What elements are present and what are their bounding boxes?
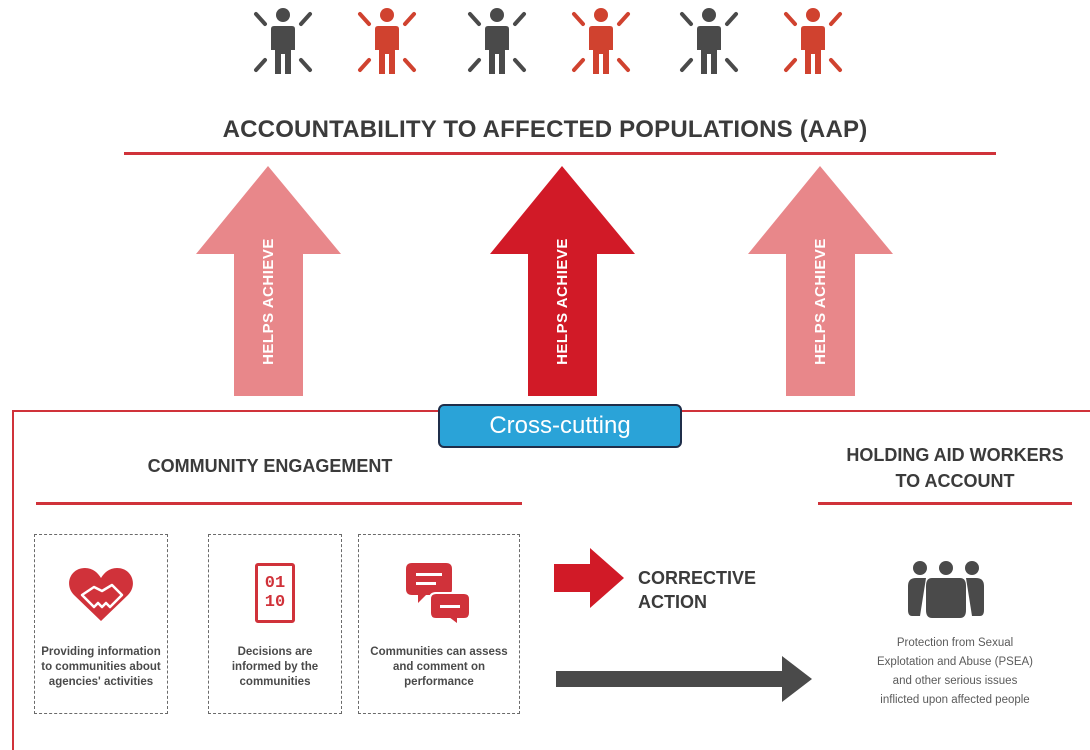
corrective-action-label: CORRECTIVE ACTION [638, 566, 756, 614]
psea-description: Protection from Sexual Explotation and A… [830, 634, 1080, 710]
binary-digits-top: 01 [264, 574, 286, 593]
psea-line: and other serious issues [892, 675, 1018, 687]
arrow-label: HELPS ACHIEVE [260, 237, 277, 365]
helps-achieve-arrow-left: HELPS ACHIEVE [196, 166, 341, 401]
person-icon [782, 6, 844, 76]
aap-divider [124, 152, 996, 155]
community-engagement-title: COMMUNITY ENGAGEMENT [147, 456, 393, 476]
card-decisions: 01 10 Decisions are informed by the comm… [208, 534, 342, 714]
card-text: Decisions are informed by the communitie… [231, 646, 319, 688]
people-row [252, 6, 872, 82]
person-icon [466, 6, 528, 76]
arrow-shape [196, 166, 341, 396]
aap-title: ACCOUNTABILITY TO AFFECTED POPULATIONS (… [222, 116, 868, 143]
corrective-line1: CORRECTIVE [638, 568, 757, 588]
long-arrow-icon [556, 656, 812, 707]
helps-achieve-arrow-right: HELPS ACHIEVE [748, 166, 893, 401]
arrow-shape [748, 166, 893, 396]
person-icon [252, 6, 314, 76]
psea-line: Protection from Sexual [896, 637, 1014, 649]
psea-line: Explotation and Abuse (PSEA) [877, 656, 1033, 668]
person-icon [570, 6, 632, 76]
heart-handshake-icon [35, 565, 167, 623]
card-text: Providing information to communities abo… [41, 646, 161, 688]
accountability-title-line1: HOLDING AID WORKERS [846, 445, 1064, 465]
corrective-arrow-icon [554, 548, 624, 613]
binary-digits-bottom: 10 [264, 593, 286, 612]
cross-cutting-badge: Cross-cutting [438, 404, 682, 448]
arrow-shape [490, 166, 635, 396]
group-people-icon [904, 560, 988, 625]
person-icon [356, 6, 418, 76]
card-feedback: Communities can assess and comment on pe… [358, 534, 520, 714]
chat-bubbles-icon [359, 559, 519, 625]
arrow-label: HELPS ACHIEVE [812, 237, 829, 365]
community-divider [36, 502, 522, 505]
helps-achieve-arrow-center: HELPS ACHIEVE [490, 166, 635, 401]
person-icon [678, 6, 740, 76]
accountability-title: HOLDING AID WORKERS TO ACCOUNT [820, 442, 1090, 494]
psea-line: inflicted upon affected people [880, 694, 1030, 706]
accountability-divider [818, 502, 1072, 505]
corrective-line2: ACTION [638, 592, 707, 612]
card-information: Providing information to communities abo… [34, 534, 168, 714]
arrow-label: HELPS ACHIEVE [554, 237, 571, 365]
accountability-title-line2: TO ACCOUNT [895, 471, 1015, 491]
card-text: Communities can assess and comment on pe… [370, 646, 508, 688]
binary-document-icon: 01 10 [209, 563, 341, 623]
